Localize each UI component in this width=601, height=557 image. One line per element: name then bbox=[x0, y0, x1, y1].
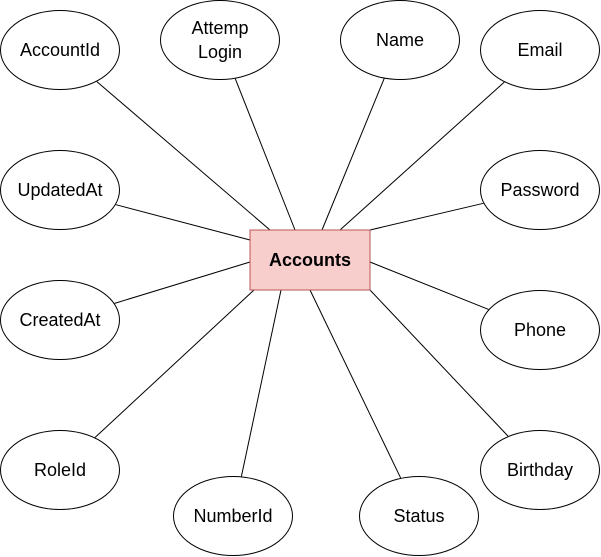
attribute-label-email: Email bbox=[517, 40, 562, 60]
entity-accounts-box[interactable] bbox=[249, 229, 371, 291]
attribute-label-name: Name bbox=[376, 30, 424, 50]
attribute-ellipse-updatedat[interactable] bbox=[0, 150, 120, 230]
connector-name bbox=[321, 78, 385, 231]
attribute-password[interactable]: Password bbox=[480, 150, 600, 230]
connector-updatedat bbox=[115, 204, 251, 241]
attribute-ellipse-password[interactable] bbox=[480, 150, 600, 230]
attribute-ellipse-email[interactable] bbox=[480, 10, 600, 90]
attribute-accountid[interactable]: AccountId bbox=[0, 10, 120, 90]
connector-status bbox=[309, 289, 402, 479]
attribute-label-updatedat: UpdatedAt bbox=[17, 180, 102, 200]
attribute-label-roleid: RoleId bbox=[34, 460, 86, 480]
connector-email bbox=[339, 81, 505, 231]
connector-password bbox=[369, 202, 484, 231]
connector-createdat bbox=[114, 261, 251, 304]
attribute-label-password: Password bbox=[500, 180, 579, 200]
attribute-ellipse-phone[interactable] bbox=[480, 290, 600, 370]
connector-roleid bbox=[94, 289, 255, 438]
attribute-ellipse-createdat[interactable] bbox=[0, 280, 120, 360]
attribute-numberid[interactable]: NumberId bbox=[173, 476, 293, 556]
relationship-lines bbox=[94, 78, 509, 479]
attribute-ellipse-birthday[interactable] bbox=[480, 430, 600, 510]
attribute-label-attemp-login-line-2: Login bbox=[198, 42, 242, 62]
connector-numberid bbox=[240, 289, 282, 477]
attribute-ellipse-roleid[interactable] bbox=[0, 430, 120, 510]
connector-phone bbox=[369, 261, 489, 310]
entity-accounts-label: Accounts bbox=[269, 250, 351, 270]
attribute-birthday[interactable]: Birthday bbox=[480, 430, 600, 510]
attribute-createdat[interactable]: CreatedAt bbox=[0, 280, 120, 360]
attribute-label-accountid: AccountId bbox=[20, 40, 100, 60]
attribute-label-phone: Phone bbox=[514, 320, 566, 340]
attribute-ellipse-attemp-login[interactable] bbox=[160, 0, 280, 80]
attribute-label-status: Status bbox=[393, 506, 444, 526]
attribute-email[interactable]: Email bbox=[480, 10, 600, 90]
connector-birthday bbox=[369, 289, 509, 437]
attribute-ellipse-numberid[interactable] bbox=[173, 476, 293, 556]
attribute-status[interactable]: Status bbox=[359, 476, 479, 556]
attribute-label-birthday: Birthday bbox=[507, 460, 573, 480]
attribute-label-attemp-login-line-1: Attemp bbox=[191, 18, 248, 38]
attribute-phone[interactable]: Phone bbox=[480, 290, 600, 370]
entity-group: Accounts bbox=[249, 229, 371, 291]
attribute-updatedat[interactable]: UpdatedAt bbox=[0, 150, 120, 230]
connector-accountid bbox=[96, 81, 271, 231]
attribute-ellipse-name[interactable] bbox=[340, 0, 460, 80]
attribute-name[interactable]: Name bbox=[340, 0, 460, 80]
attribute-ellipse-status[interactable] bbox=[359, 476, 479, 556]
connector-attemp-login bbox=[234, 78, 296, 231]
attribute-roleid[interactable]: RoleId bbox=[0, 430, 120, 510]
attribute-label-numberid: NumberId bbox=[193, 506, 272, 526]
attribute-ellipse-accountid[interactable] bbox=[0, 10, 120, 90]
attribute-label-createdat: CreatedAt bbox=[19, 310, 100, 330]
